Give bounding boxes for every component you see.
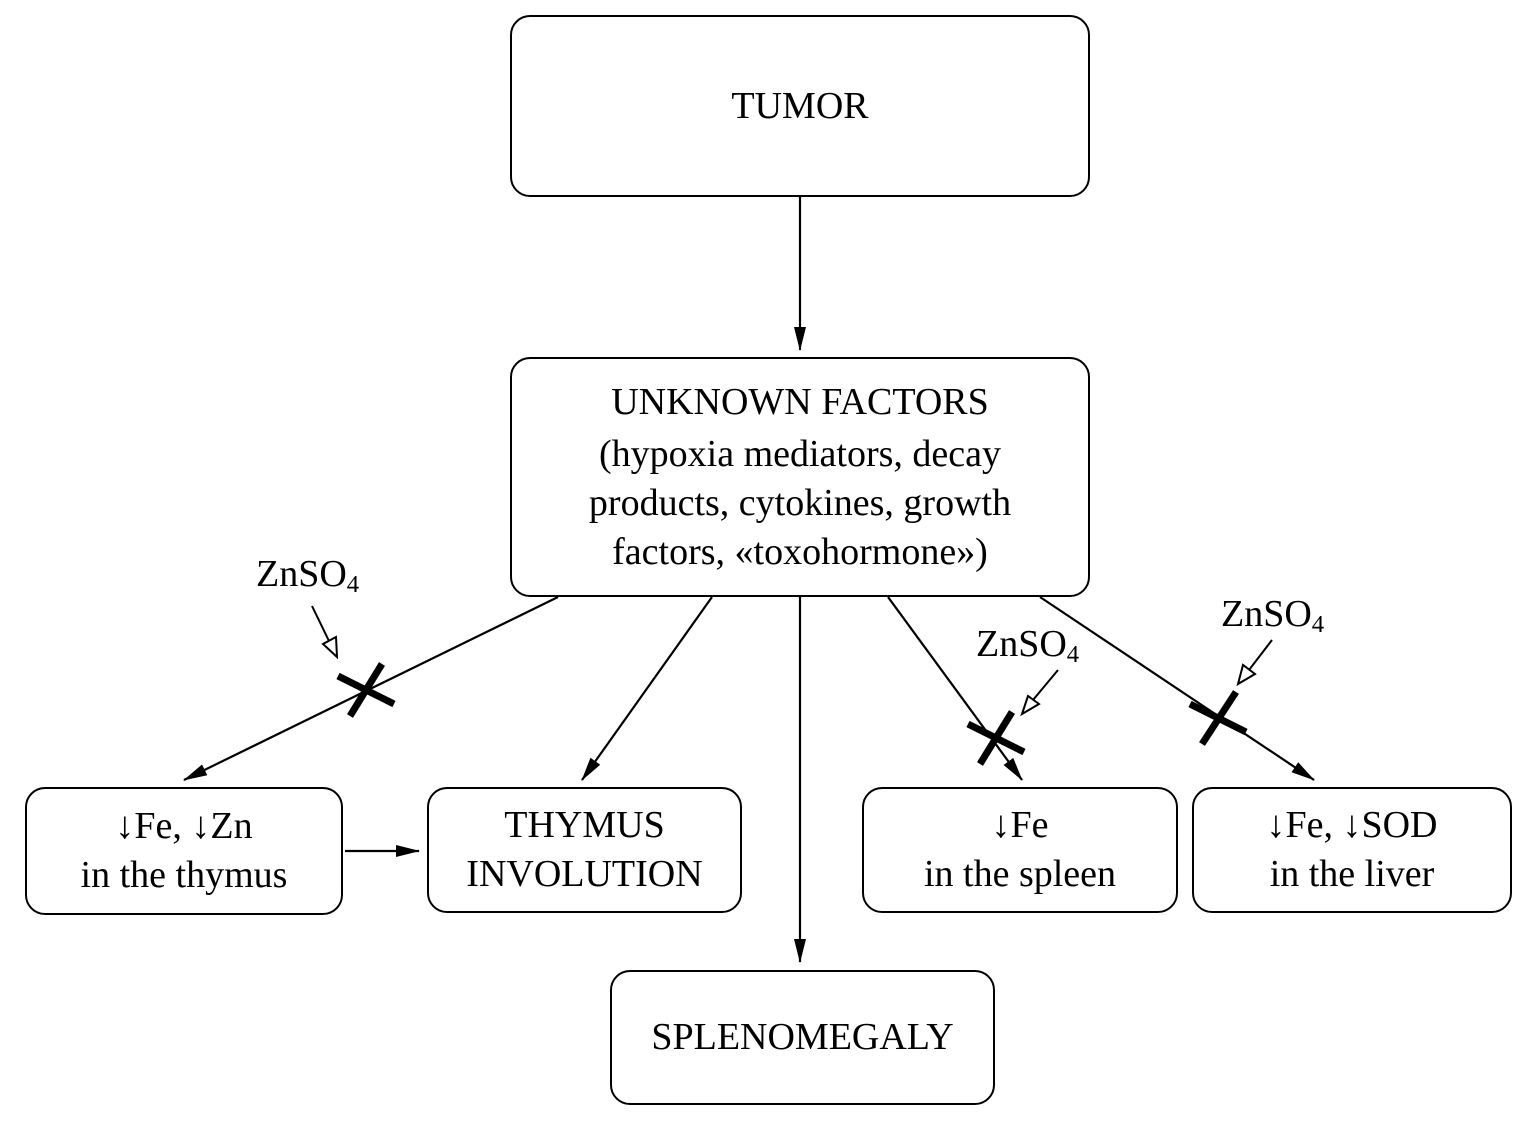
node-thymus-involution-line2: INVOLUTION (466, 853, 703, 895)
node-unknown-factors-subtitle: (hypoxia mediators, decay products, cyto… (588, 433, 1012, 573)
block-mark-thymus (336, 662, 396, 718)
znso4-label-thymus: ZnSO4 (256, 552, 359, 599)
block-mark-liver (1188, 690, 1248, 746)
node-thymus-involution: THYMUS INVOLUTION (427, 787, 742, 913)
arrow-unknown-to-spleen (887, 596, 1023, 781)
node-liver-line2: in the liver (1269, 853, 1435, 895)
znso4-label-liver-text: ZnSO (1221, 593, 1312, 635)
node-thymus-elements-line1: ↓Fe, ↓Zn (115, 805, 253, 848)
node-thymus-elements-line2: in the thymus (80, 854, 288, 896)
znso4-label-liver-sub: 4 (1311, 611, 1325, 639)
znso4-label-spleen-text: ZnSO (976, 623, 1067, 665)
node-unknown-factors: UNKNOWN FACTORS (hypoxia mediators, deca… (510, 357, 1090, 597)
znso4-label-liver: ZnSO4 (1221, 592, 1324, 639)
node-spleen-line2: in the spleen (923, 853, 1117, 895)
node-tumor-label: TUMOR (731, 84, 869, 127)
node-unknown-factors-title: UNKNOWN FACTORS (611, 380, 989, 423)
node-spleen-line1: ↓Fe (991, 804, 1049, 847)
node-liver-line1: ↓Fe, ↓SOD (1266, 804, 1438, 847)
znso4-pointer-spleen (1020, 669, 1059, 717)
node-spleen: ↓Fe in the spleen (862, 787, 1178, 913)
znso4-pointer-liver (1236, 639, 1273, 687)
block-mark-spleen (966, 710, 1026, 766)
node-thymus-elements: ↓Fe, ↓Zn in the thymus (25, 787, 343, 915)
znso4-label-thymus-sub: 4 (346, 571, 360, 599)
znso4-label-thymus-text: ZnSO (256, 553, 347, 595)
znso4-pointer-thymus (311, 605, 339, 660)
arrow-unknown-to-thymus-involution (581, 596, 713, 781)
node-liver: ↓Fe, ↓SOD in the liver (1192, 787, 1512, 913)
node-splenomegaly-label: SPLENOMEGALY (651, 1016, 954, 1059)
znso4-label-spleen-sub: 4 (1066, 641, 1080, 669)
znso4-label-spleen: ZnSO4 (976, 622, 1079, 669)
node-splenomegaly: SPLENOMEGALY (610, 970, 995, 1105)
arrow-unknown-to-liver (1039, 596, 1315, 781)
node-thymus-involution-line1: THYMUS (504, 804, 665, 847)
node-tumor: TUMOR (510, 15, 1090, 197)
